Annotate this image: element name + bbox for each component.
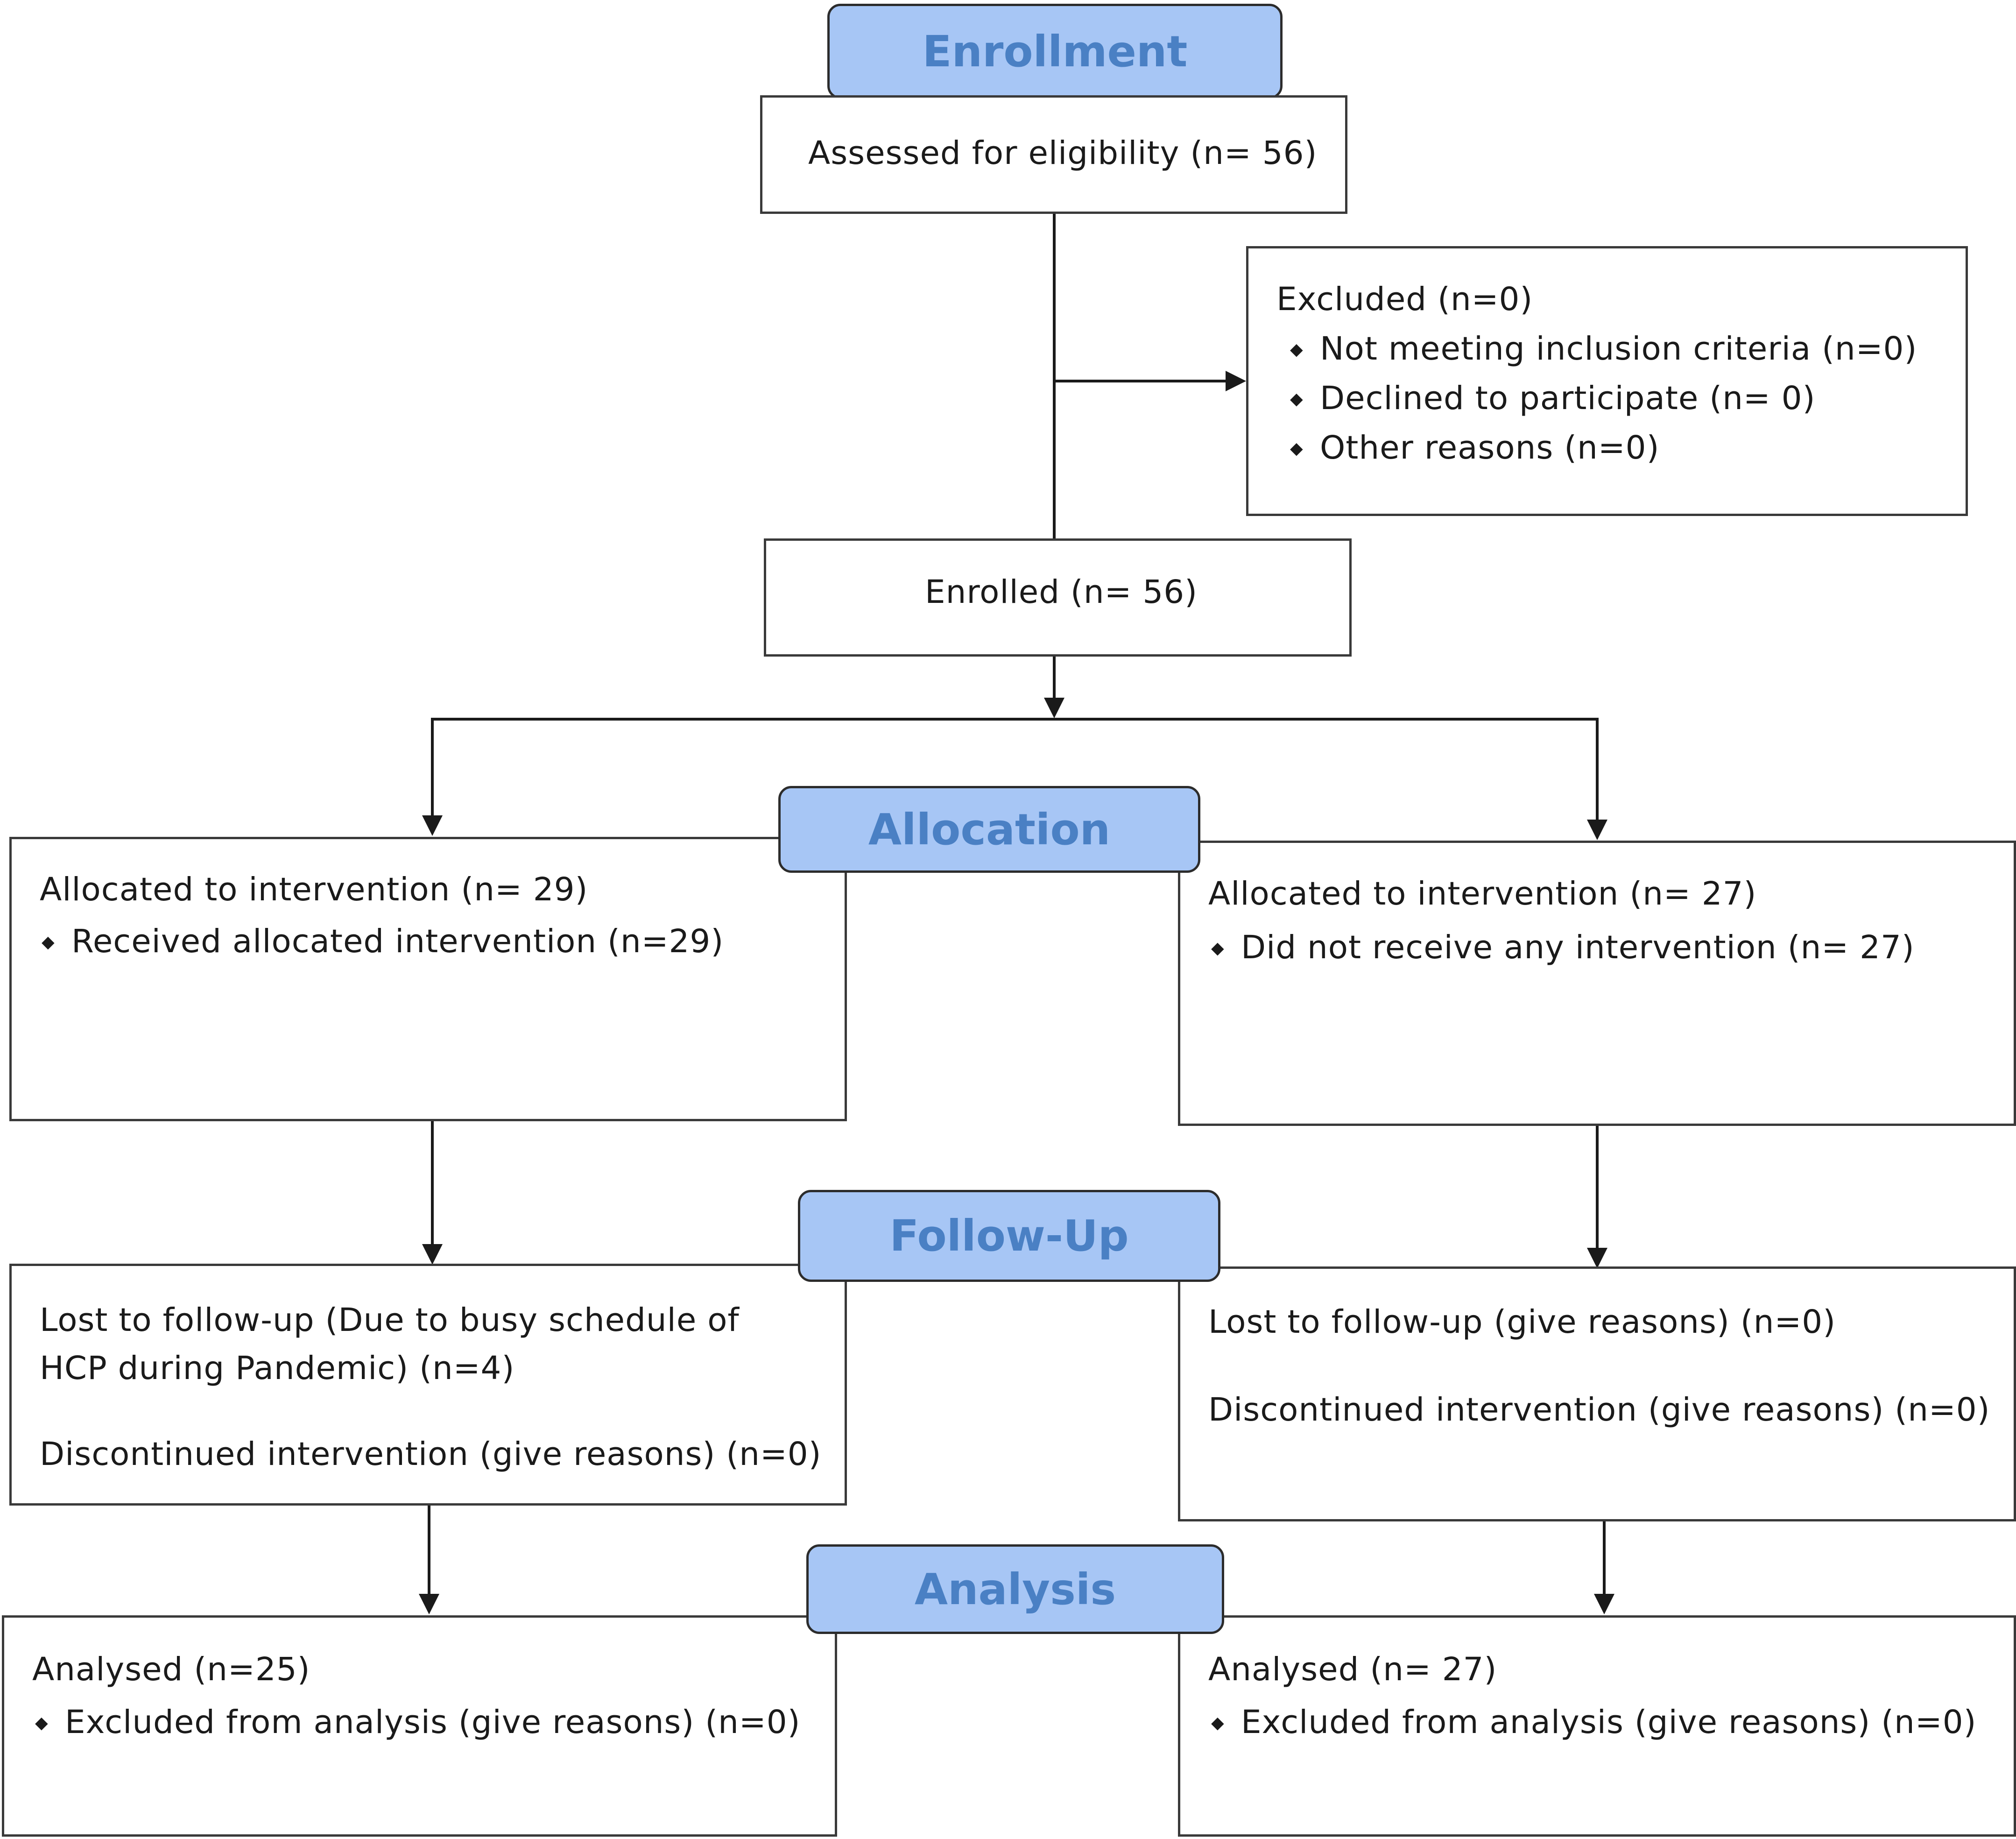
arrow-to-followup-left [422, 1244, 443, 1265]
stage-allocation-label: Allocation [778, 786, 1200, 873]
arrow-enrolled-down [1044, 698, 1064, 718]
analysis-left-box: Analysed (n=25) Excluded from analysis (… [2, 1615, 837, 1837]
allocation-right-title: Allocated to intervention (n= 27) [1208, 875, 1757, 912]
analysis-left-bullet: Excluded from analysis (give reasons) (n… [35, 1706, 801, 1739]
allocation-left-box: Allocated to intervention (n= 29) Receiv… [9, 837, 847, 1121]
enrolled-text: Enrolled (n= 56) [925, 573, 1198, 611]
excluded-item-other: Other reasons (n=0) [1290, 432, 1660, 464]
arrow-to-allocation-left [422, 815, 443, 836]
connector-split-horizontal [431, 718, 1599, 721]
arrow-to-followup-right [1587, 1248, 1607, 1268]
analysis-left-title: Analysed (n=25) [32, 1651, 310, 1688]
allocation-right-box: Allocated to intervention (n= 27) Did no… [1178, 841, 2016, 1126]
arrow-to-excluded [1226, 371, 1246, 391]
connector-to-excluded [1054, 380, 1227, 382]
followup-right-box: Lost to follow-up (give reasons) (n=0) D… [1178, 1266, 2016, 1521]
arrow-to-analysis-left [419, 1594, 439, 1614]
connector-allocation-left-down [431, 1120, 434, 1260]
analysis-right-box: Analysed (n= 27) Excluded from analysis … [1178, 1615, 2016, 1837]
connector-assessed-to-enrolled [1053, 212, 1056, 539]
followup-left-discontinued: Discontinued intervention (give reasons)… [40, 1436, 822, 1473]
allocation-left-title: Allocated to intervention (n= 29) [40, 871, 588, 908]
enrolled-box: Enrolled (n= 56) [764, 538, 1352, 657]
analysis-right-bullet: Excluded from analysis (give reasons) (n… [1211, 1706, 1977, 1739]
connector-followup-left-down [428, 1503, 430, 1597]
followup-left-lost-line2: HCP during Pandemic) (n=4) [40, 1350, 515, 1387]
connector-followup-right-down [1603, 1520, 1606, 1599]
connector-enrolled-down [1053, 656, 1056, 712]
connector-allocation-right-down [1596, 1125, 1599, 1265]
excluded-item-declined: Declined to participate (n= 0) [1290, 382, 1816, 415]
arrow-to-analysis-right [1594, 1594, 1614, 1614]
assessed-text: Assessed for eligibility (n= 56) [808, 134, 1318, 172]
stage-followup-label: Follow-Up [798, 1190, 1220, 1282]
connector-split-right [1596, 718, 1599, 824]
allocation-right-bullet: Did not receive any intervention (n= 27) [1211, 932, 1915, 964]
stage-enrollment-label: Enrollment [827, 4, 1283, 99]
followup-left-lost-line1: Lost to follow-up (Due to busy schedule … [40, 1301, 740, 1339]
excluded-item-inclusion: Not meeting inclusion criteria (n=0) [1290, 333, 1917, 365]
followup-right-discontinued: Discontinued intervention (give reasons)… [1208, 1391, 1990, 1429]
allocation-left-bullet: Received allocated intervention (n=29) [42, 926, 724, 958]
excluded-title: Excluded (n=0) [1276, 281, 1533, 318]
stage-analysis-label: Analysis [806, 1544, 1224, 1634]
excluded-box: Excluded (n=0) Not meeting inclusion cri… [1246, 246, 1968, 516]
followup-left-box: Lost to follow-up (Due to busy schedule … [9, 1264, 847, 1506]
assessed-box: Assessed for eligibility (n= 56) [760, 95, 1347, 214]
followup-right-lost: Lost to follow-up (give reasons) (n=0) [1208, 1303, 1836, 1341]
analysis-right-title: Analysed (n= 27) [1208, 1651, 1497, 1688]
connector-split-left [431, 718, 434, 820]
arrow-to-allocation-right [1587, 820, 1607, 840]
